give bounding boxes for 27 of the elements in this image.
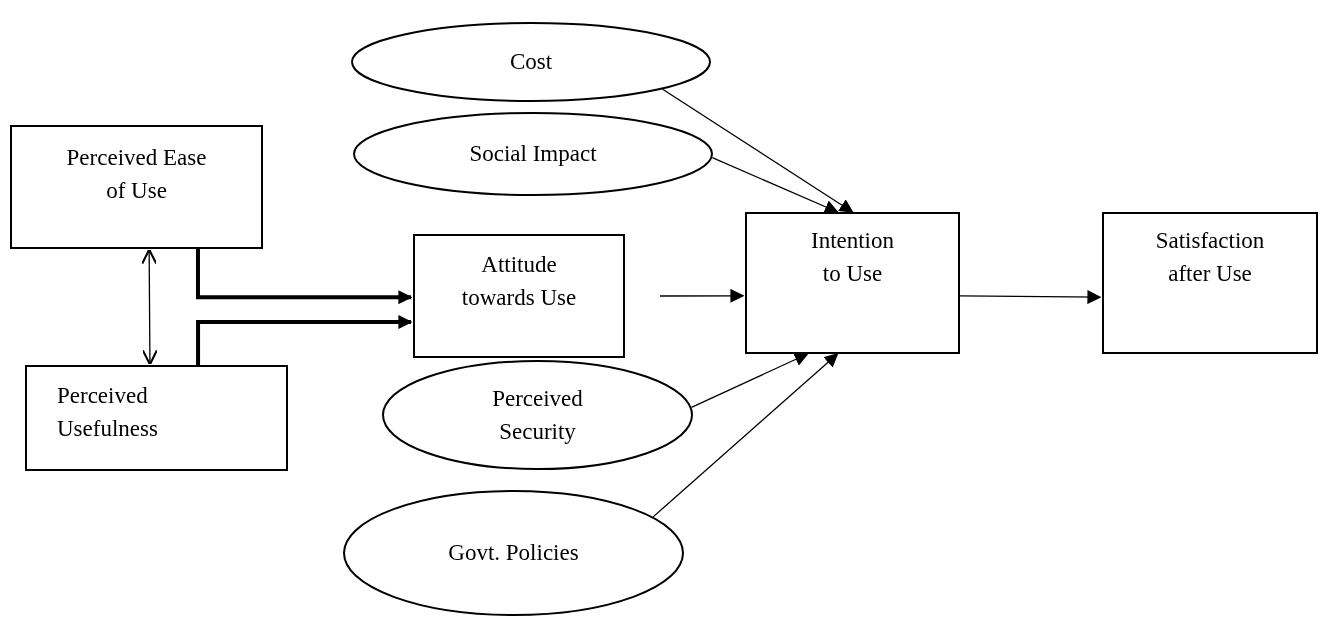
construct-box	[25, 365, 288, 471]
arrow	[196, 249, 413, 305]
arrow	[711, 157, 839, 214]
arrow	[659, 288, 745, 303]
node-label: Govt. Policies	[448, 539, 579, 568]
construct-box	[1102, 212, 1318, 354]
construct-box	[745, 212, 960, 354]
factor-ellipse	[382, 360, 693, 470]
arrow	[959, 290, 1102, 305]
construct-box	[413, 234, 625, 358]
factor-ellipse	[351, 22, 711, 102]
node-label: Cost	[509, 48, 553, 77]
node-label: Attitude towards Use	[460, 251, 578, 313]
arrow	[196, 315, 413, 365]
node-label: Intention to Use	[809, 227, 895, 289]
arrow	[690, 352, 809, 408]
factor-ellipse	[343, 490, 684, 616]
node-label: Perceived Security	[491, 384, 584, 446]
construct-box	[10, 125, 263, 249]
factor-ellipse	[353, 112, 713, 196]
arrow	[141, 248, 158, 366]
node-label: Perceived Ease of Use	[65, 144, 208, 206]
node-label: Satisfaction after Use	[1154, 227, 1266, 289]
node-label: Social Impact	[469, 140, 597, 169]
arrow	[652, 353, 839, 518]
arrow	[662, 88, 854, 213]
node-label: Perceived Usefulness	[57, 382, 159, 444]
